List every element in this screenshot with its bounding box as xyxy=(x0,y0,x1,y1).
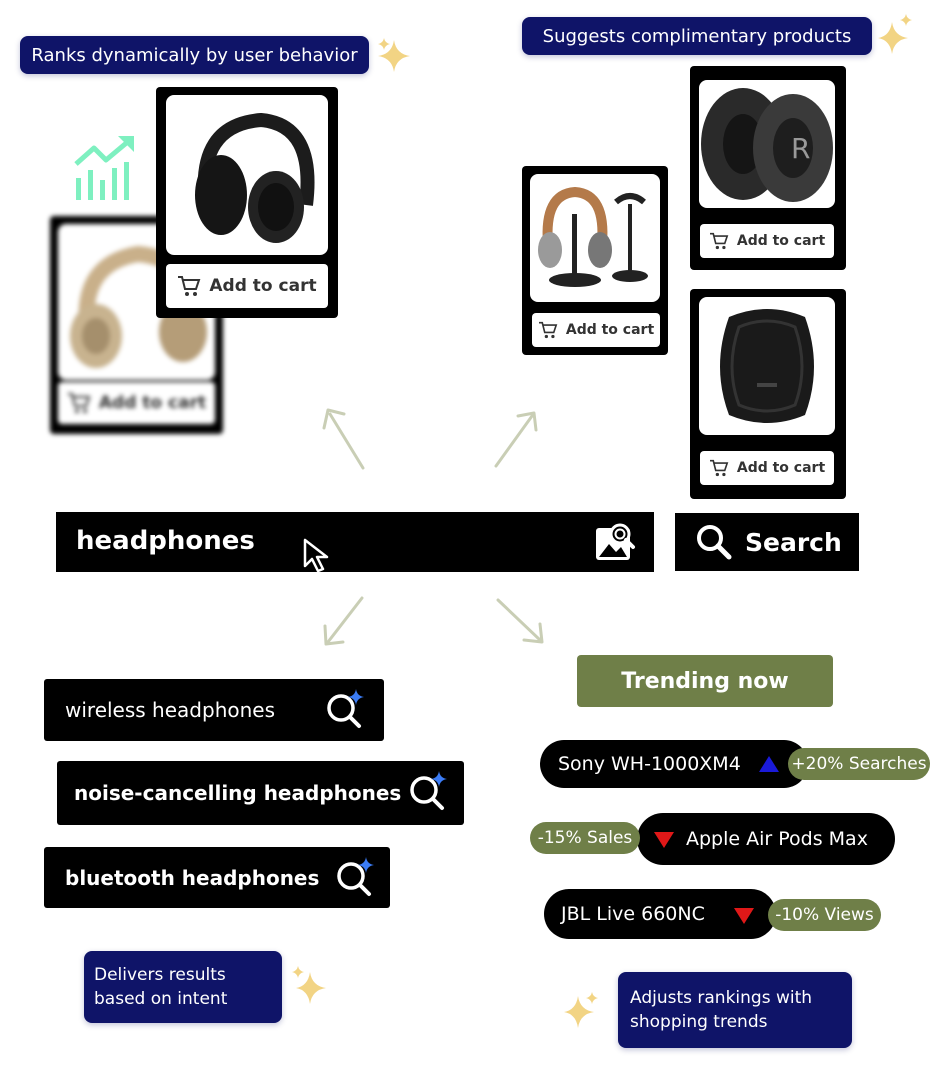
add-to-cart-button[interactable]: Add to cart xyxy=(700,451,834,485)
product-card-headphone-case[interactable]: Add to cart xyxy=(690,289,846,499)
suggestion-label: bluetooth headphones xyxy=(65,865,320,890)
cart-icon xyxy=(178,276,201,296)
suggestion-label: wireless headphones xyxy=(65,698,275,722)
product-card-black-headphones[interactable]: Add to cart xyxy=(156,87,338,318)
product-image: R xyxy=(699,80,835,208)
trending-up-icon xyxy=(74,136,134,200)
sparkle-icon xyxy=(878,14,912,54)
trend-up-icon xyxy=(759,756,779,772)
arrowhead xyxy=(516,411,538,432)
add-to-cart-button[interactable]: Add to cart xyxy=(532,313,660,347)
sparkle-icon xyxy=(292,966,326,1004)
add-to-cart-label: Add to cart xyxy=(98,393,207,413)
trending-item[interactable]: Sony WH-1000XM4 xyxy=(540,740,808,788)
suggests-callout: Suggests complimentary products xyxy=(522,17,872,55)
ai-search-icon xyxy=(410,771,447,810)
ai-search-icon xyxy=(327,689,364,728)
adjusts-callout-text: Adjusts rankings with shopping trends xyxy=(630,988,813,1032)
suggestion-label: noise-cancelling headphones xyxy=(74,781,402,805)
add-to-cart-label: Add to cart xyxy=(565,322,655,338)
product-image xyxy=(166,95,328,255)
search-input[interactable]: headphones xyxy=(76,526,255,556)
trending-change-label: -15% Sales xyxy=(537,828,633,848)
product-image xyxy=(699,297,835,435)
suggestion-item[interactable]: noise-cancelling headphones xyxy=(57,761,464,825)
cart-icon xyxy=(538,321,558,339)
add-to-cart-button[interactable]: Add to cart xyxy=(700,224,834,258)
delivers-callout-text: Delivers results based on intent xyxy=(94,965,228,1009)
ranks-callout-text: Ranks dynamically by user behavior xyxy=(31,44,358,66)
trending-change-badge: +20% Searches xyxy=(788,748,930,780)
trending-change-badge: -15% Sales xyxy=(530,822,640,854)
trending-item[interactable]: Apple Air Pods Max xyxy=(637,813,895,865)
trending-change-label: -10% Views xyxy=(775,905,874,925)
trending-item-name: Apple Air Pods Max xyxy=(686,828,868,850)
suggestion-item[interactable]: wireless headphones xyxy=(44,679,384,741)
suggestion-item[interactable]: bluetooth headphones xyxy=(44,847,390,908)
arrowhead xyxy=(323,624,345,646)
ai-search-icon xyxy=(337,857,374,896)
add-to-cart-button[interactable]: Add to cart xyxy=(166,264,328,308)
search-icon xyxy=(697,525,732,560)
arrow-up-right xyxy=(494,414,534,468)
trending-now-heading: Trending now xyxy=(577,655,833,707)
arrowhead xyxy=(322,408,346,430)
trending-change-badge: -10% Views xyxy=(768,899,881,931)
product-card-beige-headphones[interactable]: Add to cart xyxy=(50,216,223,434)
cart-icon xyxy=(67,393,91,413)
product-card-ear-cushions[interactable]: R Add to cart xyxy=(690,66,846,270)
add-to-cart-label: Add to cart xyxy=(736,460,826,476)
trend-down-icon xyxy=(734,908,754,924)
delivers-callout: Delivers results based on intent xyxy=(84,951,282,1023)
cart-icon xyxy=(709,459,729,477)
search-button-label: Search xyxy=(745,527,842,557)
arrow-down-right xyxy=(496,598,542,642)
trending-item[interactable]: JBL Live 660NC xyxy=(544,889,776,939)
sparkle-icon xyxy=(378,38,410,72)
image-search-icon[interactable] xyxy=(594,522,636,562)
arrow-up-left xyxy=(328,412,365,470)
ranks-callout: Ranks dynamically by user behavior xyxy=(20,36,369,74)
search-bar[interactable]: headphones xyxy=(56,512,654,573)
trending-now-label: Trending now xyxy=(621,668,789,694)
trend-down-icon xyxy=(654,832,674,848)
trending-item-name: JBL Live 660NC xyxy=(561,903,705,925)
add-to-cart-label: Add to cart xyxy=(736,233,826,249)
cursor-icon xyxy=(303,538,329,573)
sparkle-icon xyxy=(564,992,598,1028)
arrowhead xyxy=(522,622,544,644)
arrow-down-left xyxy=(326,596,364,644)
svg-text:R: R xyxy=(791,132,810,165)
adjusts-callout: Adjusts rankings with shopping trends xyxy=(618,972,852,1048)
suggests-callout-text: Suggests complimentary products xyxy=(542,25,852,47)
trending-item-name: Sony WH-1000XM4 xyxy=(558,753,741,775)
add-to-cart-label: Add to cart xyxy=(209,276,317,296)
product-card-headphone-stand[interactable]: Add to cart xyxy=(522,166,668,355)
cart-icon xyxy=(709,232,729,250)
trending-change-label: +20% Searches xyxy=(791,754,927,774)
add-to-cart-button[interactable]: Add to cart xyxy=(58,382,215,424)
product-image xyxy=(530,174,660,302)
search-button[interactable]: Search xyxy=(675,513,859,571)
